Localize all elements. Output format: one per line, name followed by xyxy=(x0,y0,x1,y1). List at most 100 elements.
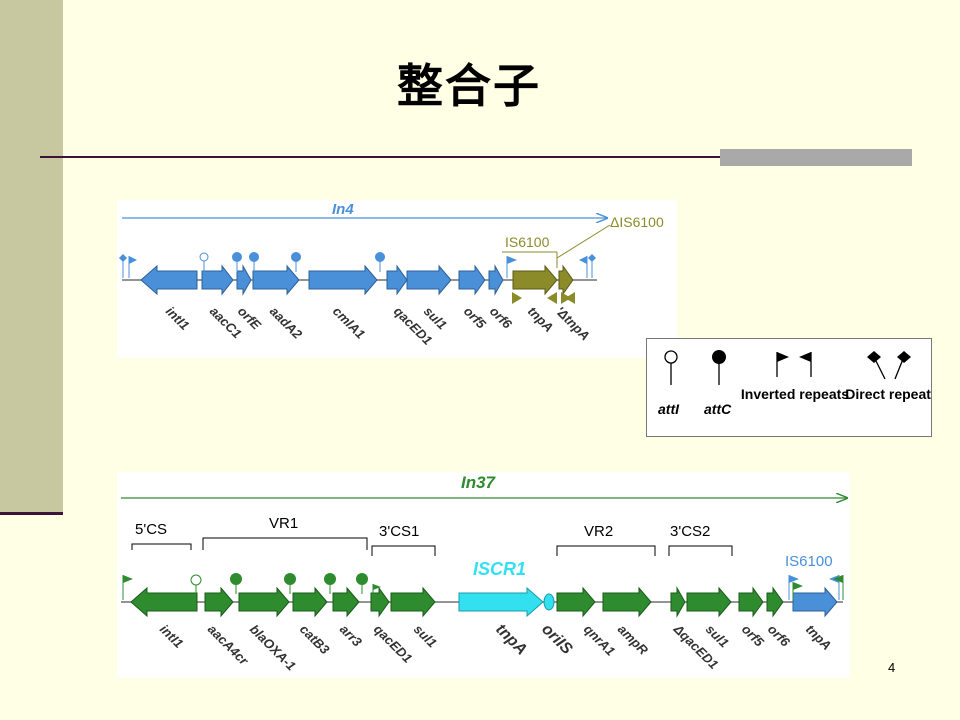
legend-svg: attI attC Inverted repeats Direct repeat… xyxy=(658,350,939,417)
in37-label-catB3: catB3 xyxy=(297,622,333,658)
in37-gene-tnpA-is6100 xyxy=(792,586,838,618)
region-5cs: 5'CS xyxy=(135,521,167,538)
in4-is-label: IS6100 xyxy=(505,234,550,250)
in4-label-delta-tnpA: 'ΔtnpA xyxy=(553,304,593,344)
in37-attI xyxy=(190,574,202,586)
in37-label-tnpA-iscr: tnpA xyxy=(492,621,530,659)
in4-gene-qacED1 xyxy=(386,264,408,296)
region-3cs1: 3'CS1 xyxy=(379,523,419,540)
in4-gene-delta-tnpA xyxy=(558,264,574,296)
in37-attC-3 xyxy=(324,573,336,585)
bracket-5cs xyxy=(131,543,192,550)
in4-diagram: In4 IS6100 ΔIS6100 xyxy=(117,200,677,358)
in37-gene-sul1 xyxy=(390,586,436,618)
title-rule xyxy=(40,156,912,158)
inverted-repeat-right-icon xyxy=(799,352,811,362)
attI-icon xyxy=(664,350,678,364)
legend-direct-repeats: Direct repeats xyxy=(845,386,931,402)
in4-attC-3 xyxy=(291,252,301,262)
in4-delta-is-label: ΔIS6100 xyxy=(610,214,664,230)
in37-gene-orf5 xyxy=(738,586,764,618)
in37-label-orf6: orf6 xyxy=(765,622,794,651)
in37-is-label: IS6100 xyxy=(785,553,833,570)
direct-repeat-right-icon xyxy=(897,351,911,363)
in37-label-oriIS: oriIS xyxy=(538,621,575,658)
in4-name: In4 xyxy=(332,201,354,218)
in4-ir-right xyxy=(579,256,587,264)
in4-ir-olive-1 xyxy=(512,292,522,304)
in37-gene-sul1-2 xyxy=(686,586,732,618)
in4-svg: In4 IS6100 ΔIS6100 xyxy=(119,201,664,348)
in37-svg: In37 5'CS VR1 3'CS1 VR2 3'CS2 ISCR1 IS61… xyxy=(121,473,850,674)
in4-attC-4 xyxy=(375,252,385,262)
direct-repeat-left-icon xyxy=(867,351,881,363)
in37-label-qnrA1: qnrA1 xyxy=(581,622,618,659)
in4-label-aadA2: aadA2 xyxy=(267,304,306,343)
in4-gene-aacC1 xyxy=(201,264,234,296)
in4-ir-olive-4 xyxy=(565,292,575,304)
in37-gene-tnpA-iscr xyxy=(458,586,544,618)
in4-ir-mid xyxy=(507,256,517,264)
in37-ir-end xyxy=(833,575,843,583)
region-vr1: VR1 xyxy=(269,515,298,532)
in4-dr-left xyxy=(119,254,127,262)
in4-attC-1 xyxy=(232,252,242,262)
inverted-repeat-left-icon xyxy=(777,352,789,362)
in37-ir-green-right xyxy=(793,582,803,590)
in4-gene-orfE xyxy=(236,264,252,296)
in37-label-aacA4cr: aacA4cr xyxy=(205,622,252,669)
in37-gene-delta-qacED1 xyxy=(670,586,686,618)
in4-ir-left xyxy=(129,256,137,264)
in37-label-qacED1: qacED1 xyxy=(371,622,415,666)
title-rule-accent xyxy=(720,149,912,166)
in4-ir-olive-2 xyxy=(547,292,557,304)
in37-gene-orf6 xyxy=(766,586,784,618)
in37-gene-intI1 xyxy=(130,586,198,618)
slide-title: 整合子 xyxy=(397,59,541,113)
bracket-3cs1 xyxy=(371,545,436,556)
in37-ir-is6100-left xyxy=(789,575,799,583)
in37-diagram: In37 5'CS VR1 3'CS1 VR2 3'CS2 ISCR1 IS61… xyxy=(117,472,850,678)
in37-label-blaOXA: blaOXA-1 xyxy=(247,622,299,674)
sidebar-underline xyxy=(0,512,63,515)
in4-gene-orf6 xyxy=(488,264,504,296)
attC-icon xyxy=(712,350,726,364)
in37-label-orf5: orf5 xyxy=(739,622,768,651)
in37-label-tnpA-is6100: tnpA xyxy=(803,622,835,654)
in4-label-orf5: orf5 xyxy=(461,304,490,333)
in37-label-ampR: ampR xyxy=(615,622,652,659)
in37-ir-3cs1 xyxy=(373,584,381,590)
bracket-3cs2 xyxy=(668,545,733,556)
in37-label-sul1: sul1 xyxy=(411,622,440,651)
in37-oriIS xyxy=(543,593,555,611)
in37-label-arr3: arr3 xyxy=(337,622,366,651)
in37-gene-ampR xyxy=(602,586,652,618)
in4-label-cmlA1: cmlA1 xyxy=(330,304,368,342)
in37-attC-2 xyxy=(284,573,296,585)
in4-attC-2 xyxy=(249,252,259,262)
in4-label-tnpA: tnpA xyxy=(525,304,557,336)
region-3cs2: 3'CS2 xyxy=(670,523,710,540)
in37-attC-4 xyxy=(356,573,368,585)
in4-label-intI1: intI1 xyxy=(163,304,193,334)
in4-gene-sul1 xyxy=(406,264,452,296)
bracket-vr2 xyxy=(556,545,656,556)
in37-gene-catB3 xyxy=(292,586,328,618)
in4-gene-aadA2 xyxy=(252,264,300,296)
in4-dr-right xyxy=(588,254,596,262)
page-number: 4 xyxy=(888,660,896,675)
in37-ir-left xyxy=(123,575,133,583)
in37-gene-aacA4cr xyxy=(204,586,234,618)
in37-attC-1 xyxy=(230,573,242,585)
legend-attI: attI xyxy=(658,401,680,417)
in4-attI xyxy=(199,252,209,262)
legend-attC: attC xyxy=(704,401,732,417)
in37-label-intI1: intI1 xyxy=(157,622,187,652)
sidebar-decoration xyxy=(0,0,63,512)
in37-name: In37 xyxy=(461,473,497,492)
in4-gene-cmlA1 xyxy=(308,264,378,296)
legend-inverted-repeats: Inverted repeats xyxy=(741,386,849,402)
in37-gene-blaOXA xyxy=(238,586,290,618)
in37-gene-qacED1 xyxy=(370,586,390,618)
in37-iscr-label: ISCR1 xyxy=(473,559,526,579)
